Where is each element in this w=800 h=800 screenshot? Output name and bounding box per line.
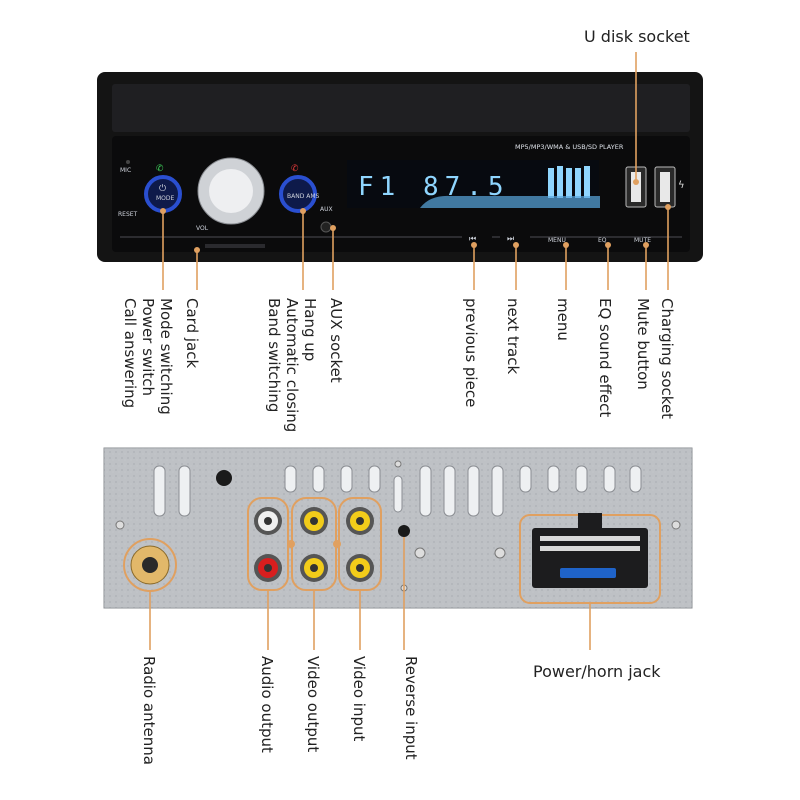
phone-hangup-icon: ✆ [291, 164, 299, 174]
label-menu: menu [554, 298, 572, 341]
label-band-switching: Band switching [265, 298, 283, 412]
band-button-label: BAND AMS [287, 193, 320, 200]
charging-icon: ϟ [678, 180, 685, 191]
radio-antenna-pin [142, 557, 158, 573]
front-panel: MP5/MP3/WMA & USB/SD PLAYER MIC RESET MO… [97, 72, 703, 262]
rca-video-in-1 [346, 507, 374, 535]
label-automatic-closing: Automatic closing [283, 298, 301, 432]
prev-button[interactable] [462, 231, 492, 243]
lcd-level-bars [548, 166, 590, 198]
volume-knob-center [209, 169, 253, 213]
screw-left [115, 520, 125, 530]
power-connector-pins [540, 536, 640, 551]
rca-mid-dot-1 [287, 540, 295, 548]
label-reverse-input: Reverse input [402, 656, 420, 760]
rca-audio-left [254, 507, 282, 535]
vent-slots [153, 465, 642, 517]
label-mute-button: Mute button [634, 298, 652, 390]
reset-label: RESET [118, 211, 138, 218]
player-header-text: MP5/MP3/WMA & USB/SD PLAYER [515, 143, 624, 151]
label-video-output: Video output [304, 656, 322, 752]
rca-audio-right [254, 554, 282, 582]
label-hang-up: Hang up [301, 298, 319, 361]
mic-label: MIC [120, 167, 131, 174]
mode-button-label: MODE [156, 195, 175, 202]
label-audio-output: Audio output [258, 656, 276, 753]
rca-video-in-2 [346, 554, 374, 582]
charging-port-tongue [660, 172, 670, 202]
label-video-input: Video input [350, 656, 368, 741]
screw-mid-2 [494, 547, 506, 559]
screw-top [394, 460, 402, 468]
lcd-sweep [350, 195, 600, 208]
reverse-input-wire [398, 525, 410, 537]
label-radio-antenna: Radio antenna [140, 656, 158, 765]
power-icon: ⏻ [159, 183, 166, 194]
rear-labels: Radio antenna Audio output Video output … [140, 656, 661, 765]
label-power-horn-jack: Power/horn jack [533, 662, 661, 681]
aux-label: AUX [320, 206, 333, 213]
band-button[interactable] [279, 175, 317, 213]
power-connector-tab [578, 513, 602, 528]
faceplate-stripe [120, 236, 682, 238]
rca-video-out-1 [300, 507, 328, 535]
next-button[interactable] [500, 231, 530, 243]
label-card-jack: Card jack [183, 298, 201, 368]
eq-button[interactable]: EQ [598, 237, 607, 244]
label-power-switch: Power switch [139, 298, 157, 396]
mode-button[interactable] [144, 175, 182, 213]
label-mode-switching: Mode switching [157, 298, 175, 415]
menu-button[interactable]: MENU [548, 237, 566, 244]
rca-video-out-2 [300, 554, 328, 582]
label-aux-socket: AUX socket [327, 298, 345, 383]
rear-leaders [149, 537, 591, 650]
rear-panel [103, 447, 693, 609]
front-labels: U disk socket Call answering Power switc… [121, 27, 690, 432]
label-call-answering: Call answering [121, 298, 139, 408]
label-eq-sound-effect: EQ sound effect [596, 298, 614, 417]
power-connector-latch [560, 568, 616, 578]
mute-button[interactable]: MUTE [634, 237, 651, 244]
phone-answer-icon: ✆ [156, 164, 164, 174]
rca-mid-dot-2 [333, 540, 341, 548]
front-leaders [160, 52, 671, 290]
label-next-track: next track [504, 298, 522, 374]
screw-mid [414, 547, 426, 559]
mount-hole [216, 470, 232, 486]
mic-hole [126, 160, 130, 164]
stereo-top-lip [112, 84, 690, 132]
aux-jack [320, 221, 332, 233]
volume-label: VOL [196, 225, 209, 232]
prev-icon: ⏮ [469, 234, 476, 243]
card-slot [205, 244, 265, 248]
screw-right [671, 520, 681, 530]
u-disk-port-tongue [631, 172, 641, 202]
next-icon: ⏭ [507, 234, 514, 243]
label-previous-piece: previous piece [462, 298, 480, 407]
label-u-disk-socket: U disk socket [584, 27, 690, 46]
label-charging-socket: Charging socket [658, 298, 676, 419]
